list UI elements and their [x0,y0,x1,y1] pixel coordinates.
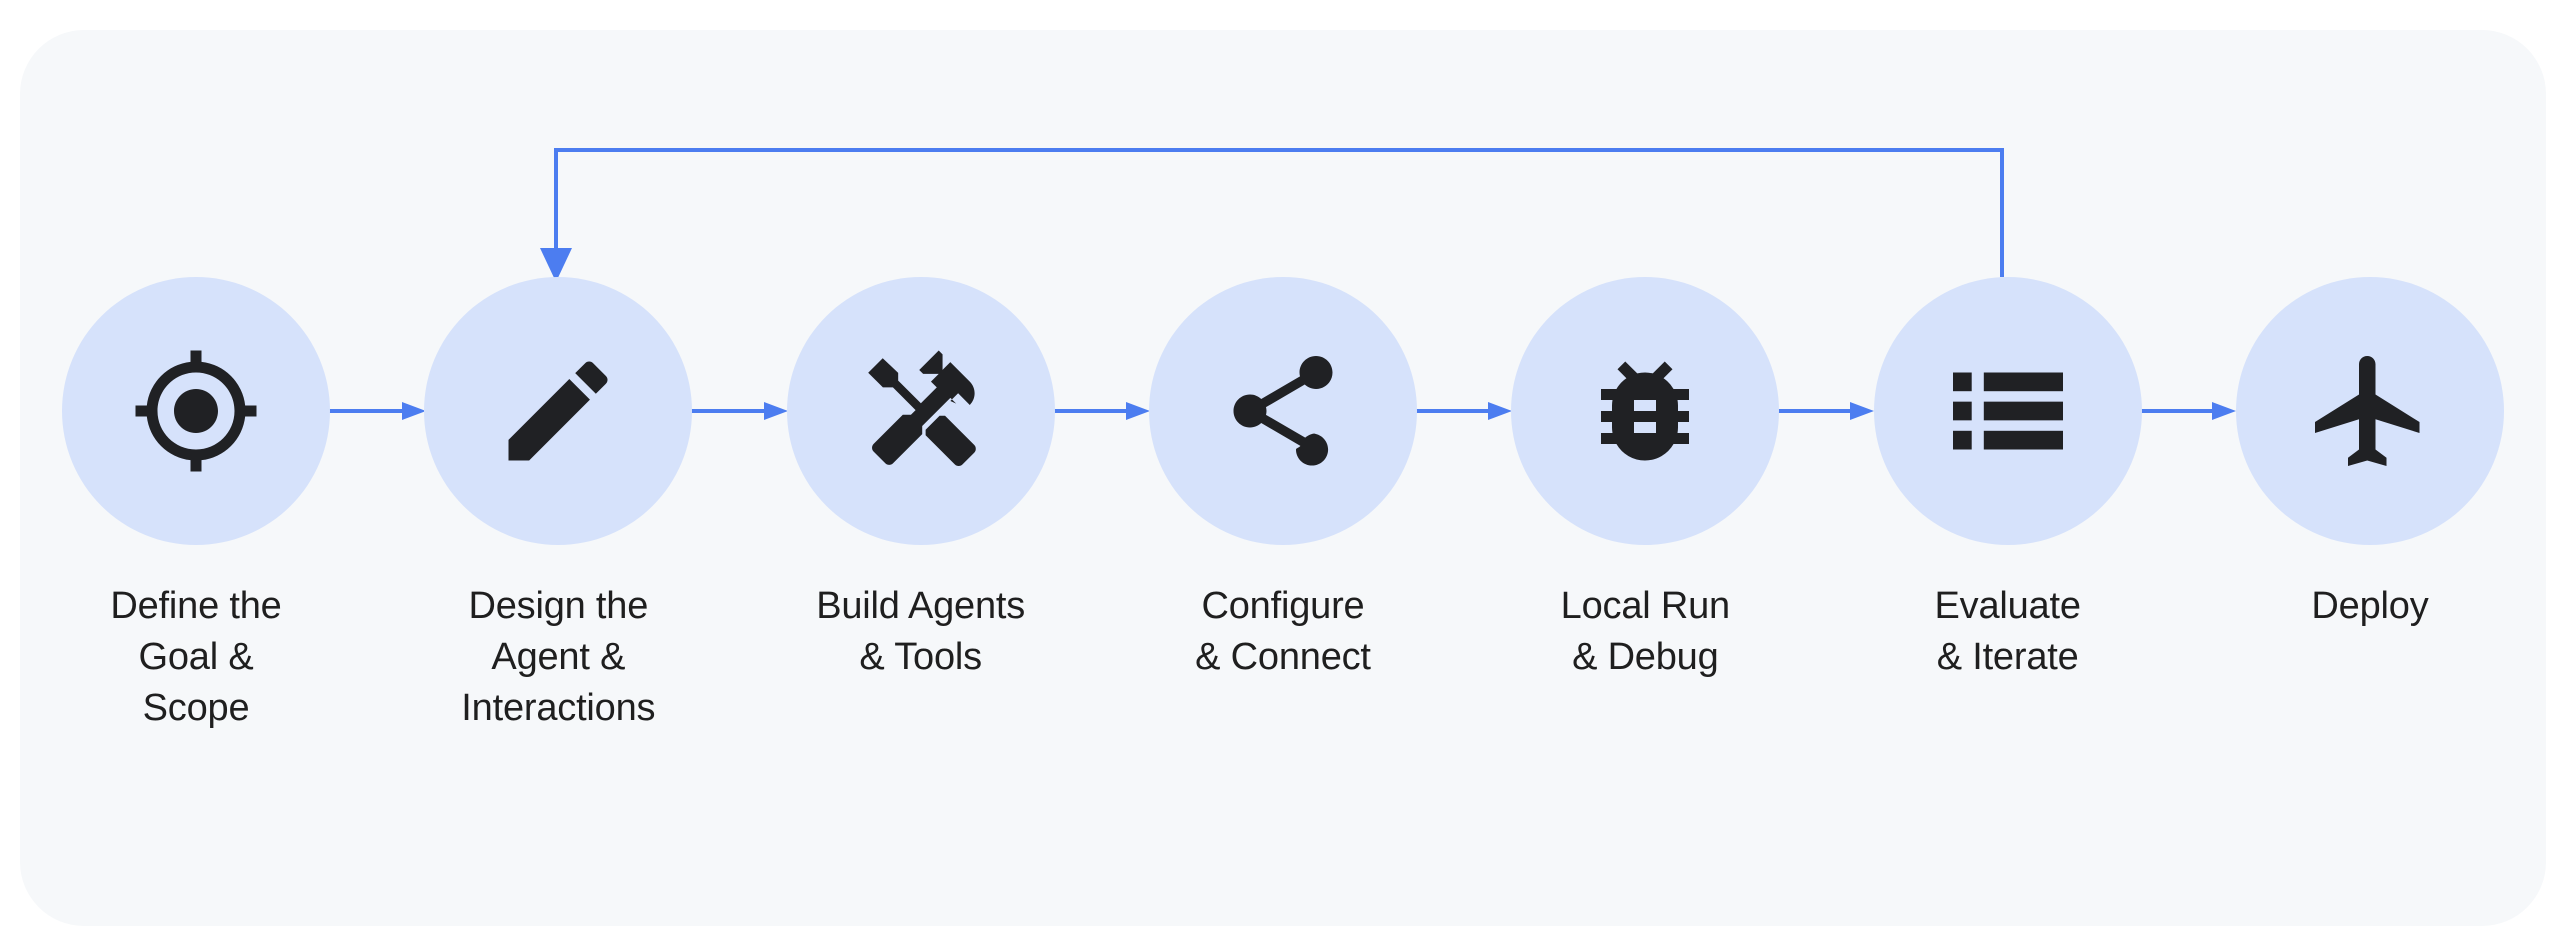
tools-icon [855,345,987,477]
node-configure-connect[interactable] [1148,277,1417,545]
pipeline-steps: Define the Goal & Scope Design the Agent… [62,277,2504,734]
step-local-run-debug[interactable]: Local Run & Debug [1511,277,1780,683]
node-define-goal-scope[interactable] [62,277,330,545]
step-define-goal-scope[interactable]: Define the Goal & Scope [62,277,330,734]
step-label-configure-connect: Configure & Connect [1195,585,1371,678]
step-label-build-agents-tools: Build Agents & Tools [816,585,1026,678]
step-build-agents-tools[interactable]: Build Agents & Tools [786,277,1055,683]
share-icon [1217,345,1349,477]
list-icon [1942,345,2074,477]
node-build-agents-tools[interactable] [786,277,1055,545]
bug-icon [1579,345,1711,477]
target-icon [130,345,262,477]
step-configure-connect[interactable]: Configure & Connect [1148,277,1417,683]
node-deploy[interactable] [2235,277,2504,545]
step-label-define-goal-scope: Define the Goal & Scope [110,585,282,729]
node-local-run-debug[interactable] [1511,277,1780,545]
airplane-icon [2304,345,2436,477]
step-label-evaluate-iterate: Evaluate & Iterate [1934,585,2081,678]
node-evaluate-iterate[interactable] [1873,277,2142,545]
pencil-icon [492,345,624,477]
step-deploy[interactable]: Deploy [2235,277,2504,632]
step-label-local-run-debug: Local Run & Debug [1560,585,1731,678]
node-design-agent[interactable] [424,277,693,545]
step-design-agent[interactable]: Design the Agent & Interactions [424,277,693,734]
step-label-deploy: Deploy [2311,585,2429,627]
step-evaluate-iterate[interactable]: Evaluate & Iterate [1873,277,2142,683]
step-label-design-agent: Design the Agent & Interactions [461,585,656,729]
